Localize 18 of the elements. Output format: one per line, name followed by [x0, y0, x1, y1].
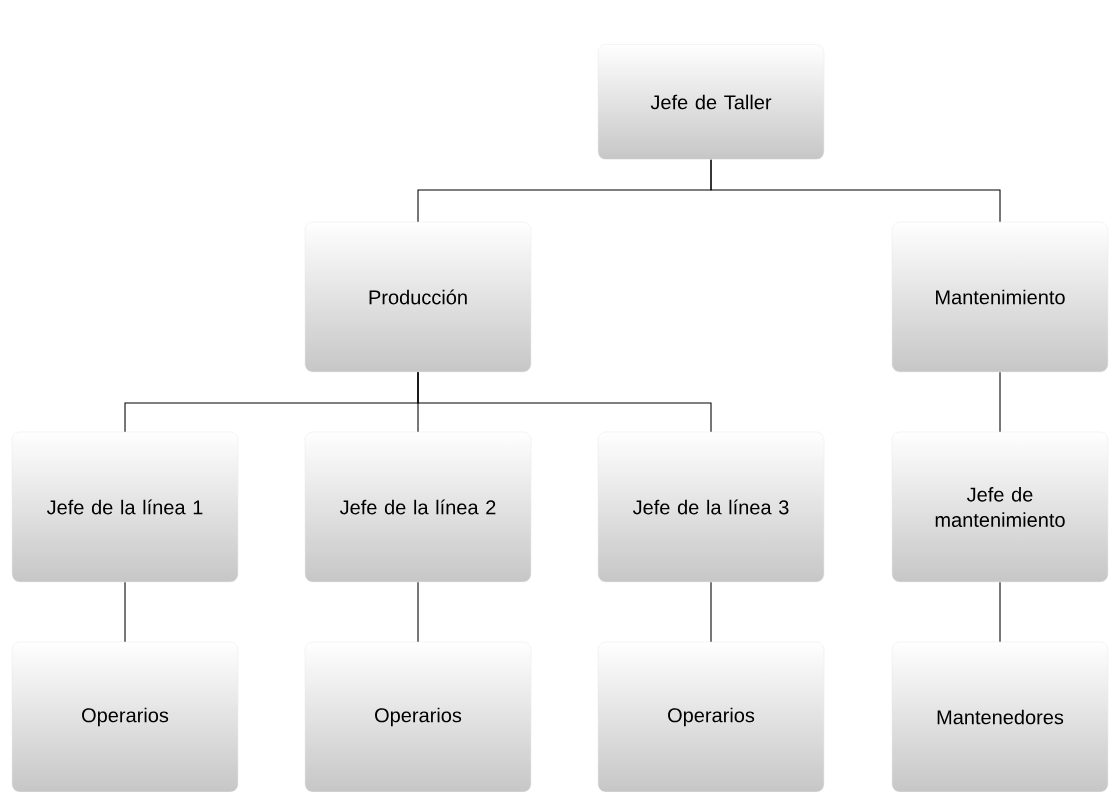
connector-line — [710, 159, 1001, 223]
org-chart-box: Jefe de Taller — [597, 44, 825, 160]
org-chart-box: Mantenedores — [891, 641, 1109, 792]
org-chart-box: Jefe de la línea 3 — [597, 431, 825, 583]
connector-line — [999, 371, 1001, 433]
org-chart-box: Jefe de la línea 1 — [11, 431, 239, 583]
connector-line — [999, 581, 1001, 643]
connector-line — [124, 581, 126, 643]
org-chart-box: Jefe de la línea 2 — [304, 431, 532, 583]
org-chart-box: Operarios — [304, 641, 532, 792]
org-chart-box: Operarios — [11, 641, 239, 792]
org-chart-box: Operarios — [597, 641, 825, 792]
connector-line — [417, 581, 419, 643]
org-chart-box: Producción — [304, 221, 532, 373]
connector-line — [710, 581, 712, 643]
org-chart-box: Jefe de mantenimiento — [891, 431, 1109, 583]
org-chart-box: Mantenimiento — [891, 221, 1109, 373]
connector-line — [417, 371, 712, 433]
